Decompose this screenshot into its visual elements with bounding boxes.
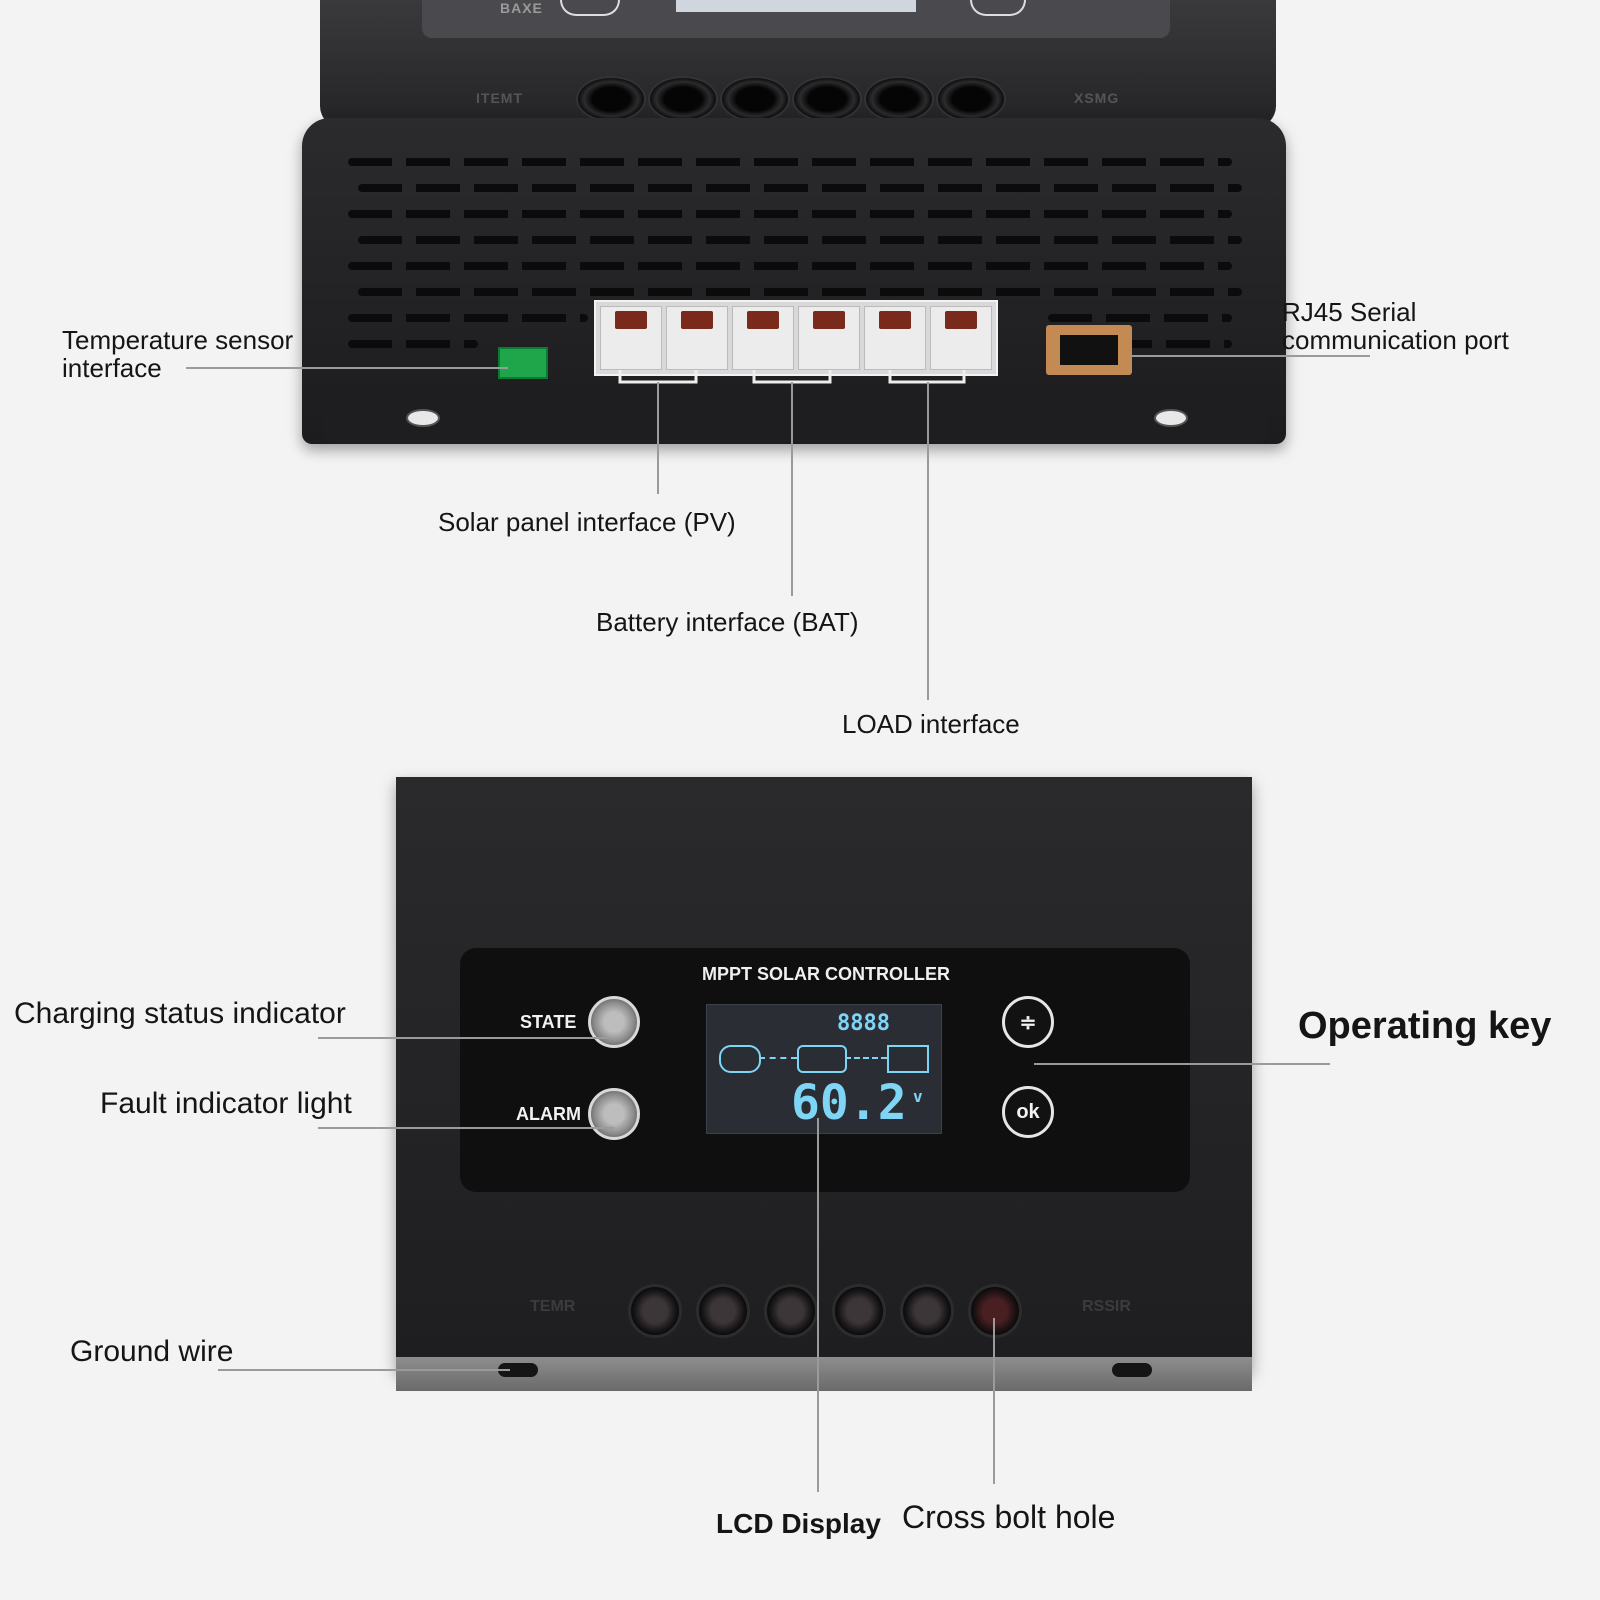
cable-gland xyxy=(936,76,1006,122)
front-cable-gland xyxy=(764,1284,818,1338)
bat-terminal-neg xyxy=(798,306,860,370)
front-cable-gland xyxy=(968,1284,1022,1338)
panel-title: MPPT SOLAR CONTROLLER xyxy=(702,964,950,984)
front-unit-flange xyxy=(396,1357,1252,1391)
label-charging-status: Charging status indicator xyxy=(14,997,346,1030)
front-side-right-text: RSSIR xyxy=(1082,1298,1131,1315)
cable-gland xyxy=(864,76,934,122)
bat-terminal-pos xyxy=(732,306,794,370)
cable-gland xyxy=(720,76,790,122)
lcd-top-digits: 8888 xyxy=(837,1011,890,1036)
top-unit-cap-lcd xyxy=(676,0,916,12)
lcd-unit: v xyxy=(913,1087,923,1106)
front-cable-gland xyxy=(832,1284,886,1338)
mounting-hole xyxy=(1154,409,1188,427)
front-cable-gland xyxy=(696,1284,750,1338)
label-battery: Battery interface (BAT) xyxy=(596,607,859,637)
pv-icon xyxy=(719,1045,761,1073)
top-unit-housing xyxy=(302,118,1286,444)
rj45-port xyxy=(1046,325,1132,375)
up-key-symbol: ≑ xyxy=(1019,1011,1037,1034)
top-side-left-text: ITEMT xyxy=(476,90,523,106)
ground-wire-slot xyxy=(498,1363,538,1377)
label-temperature-sensor-2: interface xyxy=(62,353,162,383)
terminal-block xyxy=(594,300,998,376)
cable-gland xyxy=(792,76,862,122)
label-load: LOAD interface xyxy=(842,709,1020,739)
alarm-indicator xyxy=(588,1088,640,1140)
lcd-display: 8888 60.2 v xyxy=(706,1004,942,1134)
temperature-sensor-connector xyxy=(498,347,548,379)
label-rj45-1: RJ45 Serial xyxy=(1282,297,1417,327)
mounting-hole xyxy=(406,409,440,427)
front-side-left-text: TEMR xyxy=(530,1298,576,1315)
ventilation-slots xyxy=(348,150,1242,382)
label-ground-wire: Ground wire xyxy=(70,1335,234,1368)
front-cable-gland xyxy=(900,1284,954,1338)
alarm-label: ALARM xyxy=(516,1104,581,1124)
load-terminal-pos xyxy=(864,306,926,370)
controller-icon xyxy=(797,1045,847,1073)
label-temperature-sensor-1: Temperature sensor xyxy=(62,325,294,355)
load-terminal-neg xyxy=(930,306,992,370)
front-cable-gland xyxy=(628,1284,682,1338)
pv-terminal-pos xyxy=(600,306,662,370)
ok-key-symbol: ok xyxy=(1016,1100,1040,1123)
top-cap-led xyxy=(560,0,620,16)
flow-line xyxy=(845,1057,887,1059)
top-cap-text: BAXE xyxy=(500,0,543,16)
flow-line xyxy=(759,1057,797,1059)
battery-icon xyxy=(887,1045,929,1073)
label-cross-bolt: Cross bolt hole xyxy=(902,1499,1116,1535)
state-label: STATE xyxy=(520,1012,577,1032)
up-key[interactable]: ≑ xyxy=(1002,996,1054,1048)
state-indicator xyxy=(588,996,640,1048)
cable-gland xyxy=(648,76,718,122)
cable-gland xyxy=(576,76,646,122)
top-cap-key xyxy=(970,0,1026,16)
pv-terminal-neg xyxy=(666,306,728,370)
top-side-right-text: XSMG xyxy=(1074,90,1120,106)
label-solar-panel: Solar panel interface (PV) xyxy=(438,507,736,537)
label-rj45-2: communication port xyxy=(1282,325,1509,355)
label-operating-key: Operating key xyxy=(1298,1005,1552,1047)
top-unit-flange xyxy=(322,395,1268,443)
label-fault: Fault indicator light xyxy=(100,1087,352,1120)
lcd-reading: 60.2 xyxy=(791,1075,907,1131)
mounting-slot xyxy=(1112,1363,1152,1377)
label-lcd-display: LCD Display xyxy=(716,1508,881,1539)
ok-key[interactable]: ok xyxy=(1002,1086,1054,1138)
